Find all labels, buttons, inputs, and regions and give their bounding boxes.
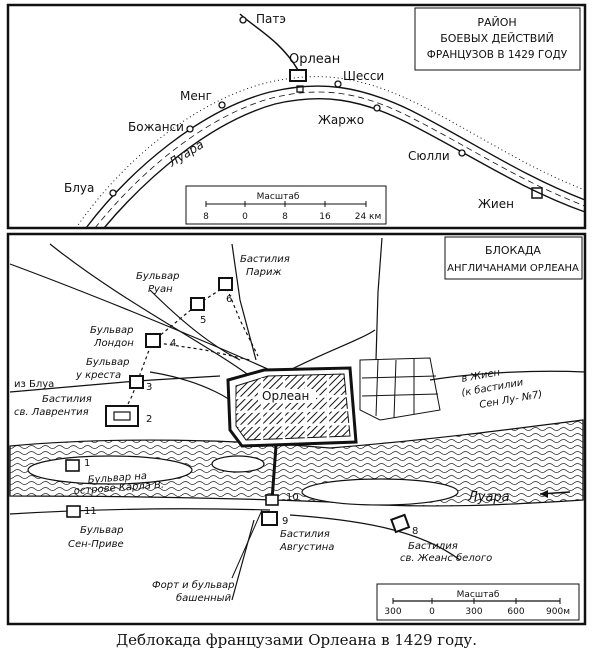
- top-river-bank-south: [103, 97, 586, 229]
- bottom-title-box: [444, 236, 583, 280]
- fort-5: [190, 297, 205, 311]
- label-blua: Блуа: [64, 181, 94, 195]
- orleans-city: [226, 366, 358, 448]
- island-east: [301, 478, 459, 506]
- label-bastion-augustin-2: Августина: [279, 542, 334, 553]
- number-11: 11: [84, 506, 97, 517]
- fort-11: [66, 505, 81, 518]
- label-from-blua: из Блуа: [14, 379, 54, 390]
- top-road: [75, 76, 586, 229]
- label-bastion-paris-2: Париж: [246, 267, 282, 278]
- roads: [9, 237, 586, 601]
- label-bastion-st-jean-1: Бастилия: [408, 541, 458, 552]
- fort-6: [218, 277, 233, 291]
- label-bastion-paris-1: Бастилия: [240, 254, 290, 265]
- label-bastion-laurent-1: Бастилия: [42, 394, 92, 405]
- label-fort-tourelles-2: башенный: [176, 592, 232, 604]
- label-bozhansi: Божанси: [128, 120, 184, 134]
- label-boulevard-island-1: Бульвар на: [87, 471, 147, 486]
- number-5: 5: [200, 315, 206, 326]
- top-title-line-1: РАЙОН: [477, 16, 516, 29]
- label-city-orlean: Орлеан: [262, 389, 309, 403]
- top-scale-tick-3: 16: [319, 212, 331, 222]
- top-scale-tick-2: 8: [282, 212, 288, 222]
- label-zhien: Жиен: [478, 197, 514, 211]
- map-caption: Деблокада французами Орлеана в 1429 году…: [115, 631, 478, 649]
- label-boulevard-st-prive-1: Бульвар: [80, 525, 123, 536]
- label-river-bottom: Луара: [467, 490, 510, 505]
- top-title-box: [414, 7, 581, 71]
- number-1: 1: [84, 458, 90, 469]
- fort-4: [145, 333, 161, 348]
- bridge: [270, 445, 278, 501]
- top-zharzho-dot: [373, 104, 381, 112]
- fort-1: [65, 459, 80, 472]
- bridge-pointer: [231, 509, 263, 579]
- bottom-title-line-2: АНГЛИЧАНАМИ ОРЛЕАНА: [447, 263, 579, 274]
- label-syulli: Сюлли: [408, 149, 450, 163]
- label-meng: Менг: [180, 89, 212, 103]
- number-8: 8: [412, 526, 418, 537]
- top-scale-tick-1: 0: [242, 212, 248, 222]
- label-zharzho: Жаржо: [318, 113, 364, 127]
- top-orleans-bridge: [296, 85, 304, 93]
- top-zhien-square: [531, 187, 543, 199]
- top-river-water: [94, 91, 586, 229]
- top-scale-tick-4: 24 км: [355, 212, 382, 222]
- number-4: 4: [170, 338, 176, 349]
- number-3: 3: [146, 382, 152, 393]
- top-pate-dot: [239, 16, 247, 24]
- label-bastion-augustin-1: Бастилия: [280, 529, 330, 540]
- bottom-scale-tick-4: 900м: [546, 607, 570, 617]
- forts: [65, 277, 411, 534]
- fort-9: [261, 511, 278, 526]
- top-map-frame: [6, 3, 587, 230]
- top-shessi-dot: [334, 80, 342, 88]
- label-boulevard-london-2: Лондон: [93, 338, 134, 349]
- label-boulevard-cross-1: Бульвар: [86, 357, 129, 368]
- fort-3: [129, 375, 144, 389]
- label-bastion-st-jean-2: св. Жеанс белого: [400, 552, 492, 564]
- label-pate: Патэ: [256, 12, 286, 26]
- top-orleans-square: [289, 69, 307, 82]
- top-map: РАЙОН БОЕВЫХ ДЕЙСТВИЙ ФРАНЦУЗОВ В 1429 Г…: [6, 3, 587, 230]
- label-boulevard-london-1: Бульвар: [90, 325, 133, 336]
- number-9: 9: [282, 516, 288, 527]
- top-river-bank-north: [85, 85, 586, 229]
- top-bozhansi-dot: [186, 125, 194, 133]
- top-title-line-3: ФРАНЦУЗОВ В 1429 ГОДУ: [427, 49, 568, 61]
- label-shessi: Шесси: [343, 69, 384, 83]
- top-scale-tick-0: 8: [203, 212, 209, 222]
- fort-8: [390, 513, 411, 534]
- bottom-title-line-1: БЛОКАДА: [485, 244, 541, 257]
- suburb-grid: [359, 357, 441, 421]
- bottom-scale-tick-1: 0: [429, 607, 435, 617]
- top-blua-dot: [109, 189, 117, 197]
- top-scale-title: Масштаб: [257, 192, 300, 202]
- top-meng-dot: [218, 101, 226, 109]
- top-syulli-dot: [458, 149, 466, 157]
- top-title-line-2: БОЕВЫХ ДЕЙСТВИЙ: [440, 32, 554, 45]
- bottom-scale-tick-3: 600: [507, 607, 524, 617]
- label-boulevard-st-prive-2: Сен-Приве: [68, 539, 124, 550]
- bottom-scale-tick-0: 300: [384, 607, 401, 617]
- label-boulevard-cross-2: у креста: [75, 370, 121, 381]
- label-boulevard-rouen-1: Бульвар: [136, 271, 179, 282]
- label-fort-tourelles-1: Форт и бульвар: [152, 579, 235, 591]
- label-boulevard-rouen-2: Руан: [148, 284, 173, 295]
- bottom-map: Орлеан 1 2 3 4 5 6 8 9 10 11 БЛОКАД: [6, 232, 587, 626]
- bottom-scale: Масштаб 300 0 300 600 900м: [376, 583, 580, 621]
- label-bastion-laurent-2: св. Лаврентия: [14, 407, 89, 418]
- number-10: 10: [286, 492, 299, 503]
- bottom-scale-title: Масштаб: [457, 590, 500, 600]
- top-scale: Масштаб 8 0 8 16 24 км: [185, 185, 387, 225]
- fort-10: [265, 494, 279, 506]
- island-center: [211, 455, 265, 473]
- bottom-scale-tick-2: 300: [465, 607, 482, 617]
- number-2: 2: [146, 414, 152, 425]
- bottom-map-frame: [6, 232, 587, 626]
- number-6: 6: [226, 294, 232, 305]
- label-orlean: Орлеан: [289, 52, 340, 67]
